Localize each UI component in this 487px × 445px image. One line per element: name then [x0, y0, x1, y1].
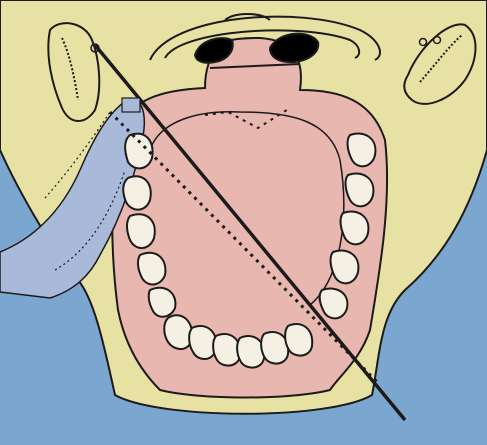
film-edge: [122, 98, 140, 112]
